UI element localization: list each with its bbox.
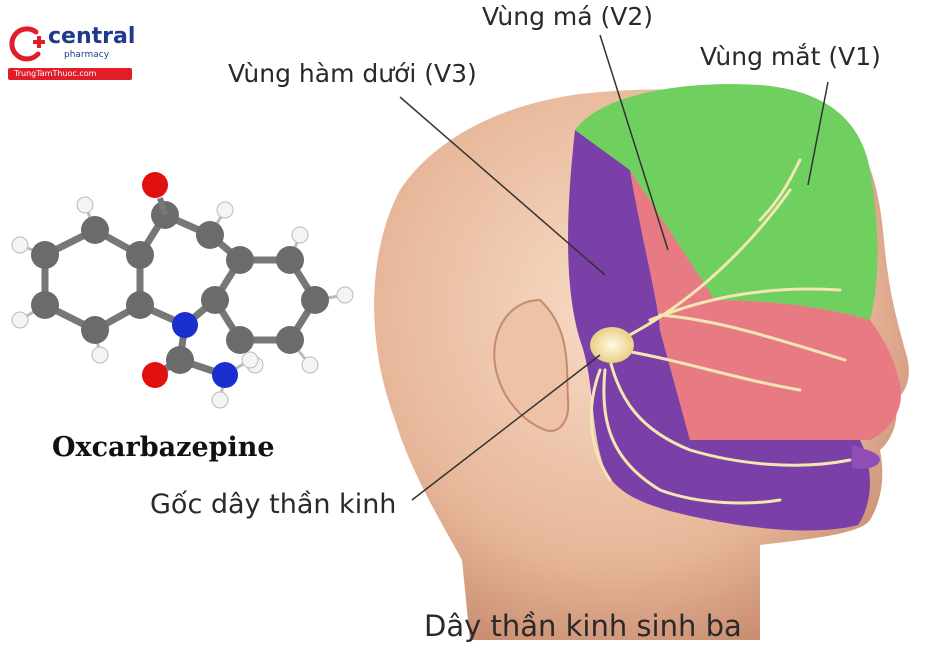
label-v1-eye: Vùng mắt (V1)	[700, 42, 881, 71]
oxcarbazepine-molecule	[11, 172, 354, 409]
nitrogen-atom	[212, 362, 238, 388]
zone-v1	[575, 84, 878, 320]
carbonyl-bond	[157, 197, 168, 216]
oxygen-atom	[142, 172, 168, 198]
logo-url-text: TrungTamThuoc.com	[14, 69, 97, 78]
pharmacy-logo-icon	[9, 26, 45, 62]
lip-shape	[852, 445, 880, 469]
label-v3-jaw: Vùng hàm dưới (V3)	[228, 59, 477, 88]
trigeminal-nerve-branches	[589, 158, 852, 505]
zone-v2	[630, 170, 901, 440]
leader-lines	[399, 34, 829, 501]
logo-brand-text: central	[48, 24, 136, 49]
drug-name: Oxcarbazepine	[52, 432, 275, 463]
logo-sub-text: pharmacy	[64, 50, 110, 60]
label-v2-cheek: Vùng má (V2)	[482, 2, 654, 31]
hydrogen-atoms	[11, 196, 354, 409]
zone-v3	[568, 130, 870, 531]
central-pharmacy-logo[interactable]: central pharmacy TrungTamThuoc.com	[8, 24, 136, 84]
diagram-caption: Dây thần kinh sinh ba	[424, 609, 742, 643]
nerve-ganglion	[590, 327, 634, 363]
oxygen-atom	[142, 362, 168, 388]
label-nerve-root: Gốc dây thần kinh	[150, 489, 397, 520]
logo-url-band	[8, 68, 132, 80]
carbon-atoms	[31, 201, 329, 374]
nitrogen-atom	[172, 312, 198, 338]
ear-shape	[493, 298, 570, 432]
